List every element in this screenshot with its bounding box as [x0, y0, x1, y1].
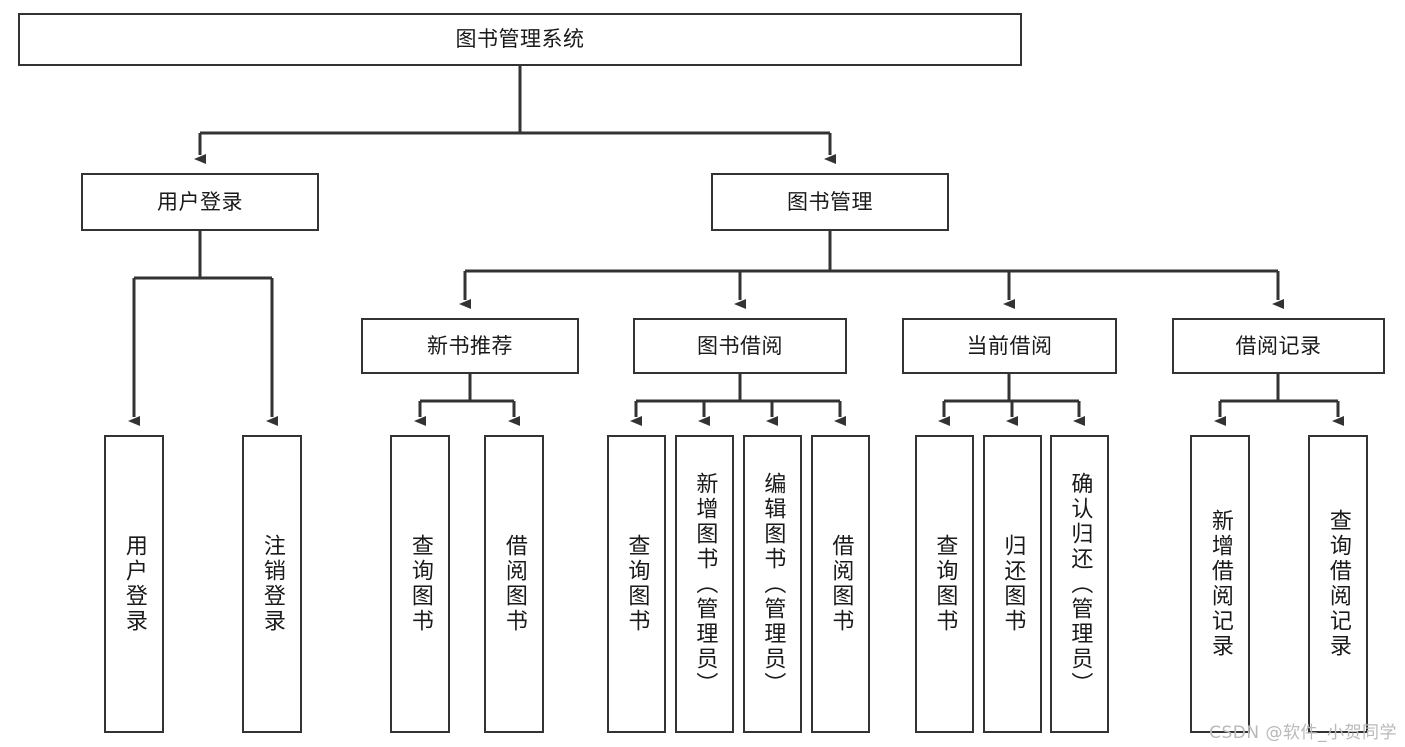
leaf-query-book-current-label: 查询图书	[932, 534, 958, 634]
node-user-login[interactable]: 用户登录	[81, 173, 319, 231]
leaf-borrow-book-recommend[interactable]: 借阅图书	[484, 435, 544, 733]
leaf-query-book-recommend-label: 查询图书	[407, 534, 433, 634]
leaf-borrow-book[interactable]: 借阅图书	[811, 435, 870, 733]
leaf-confirm-return-admin[interactable]: 确认归还（管理员）	[1050, 435, 1109, 733]
node-book-borrowing[interactable]: 图书借阅	[633, 318, 847, 374]
leaf-query-book-borrow[interactable]: 查询图书	[607, 435, 666, 733]
leaf-logout-label: 注销登录	[259, 534, 285, 634]
leaf-logout[interactable]: 注销登录	[242, 435, 302, 733]
node-new-book-recommendation[interactable]: 新书推荐	[361, 318, 579, 374]
node-book-borrowing-label: 图书借阅	[697, 333, 783, 358]
node-root-label: 图书管理系统	[455, 27, 585, 52]
node-user-login-label: 用户登录	[157, 189, 243, 214]
leaf-confirm-return-admin-label: 确认归还（管理员）	[1067, 471, 1093, 697]
leaf-query-borrow-record[interactable]: 查询借阅记录	[1308, 435, 1368, 733]
leaf-return-book[interactable]: 归还图书	[983, 435, 1042, 733]
node-new-book-recommendation-label: 新书推荐	[427, 333, 513, 358]
node-borrowing-record[interactable]: 借阅记录	[1172, 318, 1385, 374]
node-book-management[interactable]: 图书管理	[711, 173, 949, 231]
node-borrowing-record-label: 借阅记录	[1235, 333, 1322, 358]
watermark: CSDN @软件_小贺同学	[1209, 723, 1397, 743]
leaf-edit-book-admin[interactable]: 编辑图书（管理员）	[743, 435, 802, 733]
leaf-add-borrow-record-label: 新增借阅记录	[1207, 509, 1233, 659]
leaf-add-book-admin[interactable]: 新增图书（管理员）	[675, 435, 734, 733]
node-book-management-label: 图书管理	[787, 189, 873, 214]
leaf-user-login[interactable]: 用户登录	[104, 435, 164, 733]
leaf-borrow-book-recommend-label: 借阅图书	[501, 534, 527, 634]
leaf-borrow-book-label: 借阅图书	[828, 534, 854, 634]
leaf-add-book-admin-label: 新增图书（管理员）	[692, 471, 718, 697]
leaf-query-book-borrow-label: 查询图书	[624, 534, 650, 634]
leaf-add-borrow-record[interactable]: 新增借阅记录	[1190, 435, 1250, 733]
leaf-query-borrow-record-label: 查询借阅记录	[1325, 509, 1351, 659]
leaf-edit-book-admin-label: 编辑图书（管理员）	[760, 471, 786, 697]
leaf-query-book-recommend[interactable]: 查询图书	[390, 435, 450, 733]
node-current-borrowing[interactable]: 当前借阅	[902, 318, 1117, 374]
leaf-query-book-current[interactable]: 查询图书	[915, 435, 974, 733]
node-root[interactable]: 图书管理系统	[18, 13, 1022, 66]
leaf-user-login-label: 用户登录	[121, 534, 147, 634]
leaf-return-book-label: 归还图书	[1000, 534, 1026, 634]
node-current-borrowing-label: 当前借阅	[966, 333, 1053, 358]
